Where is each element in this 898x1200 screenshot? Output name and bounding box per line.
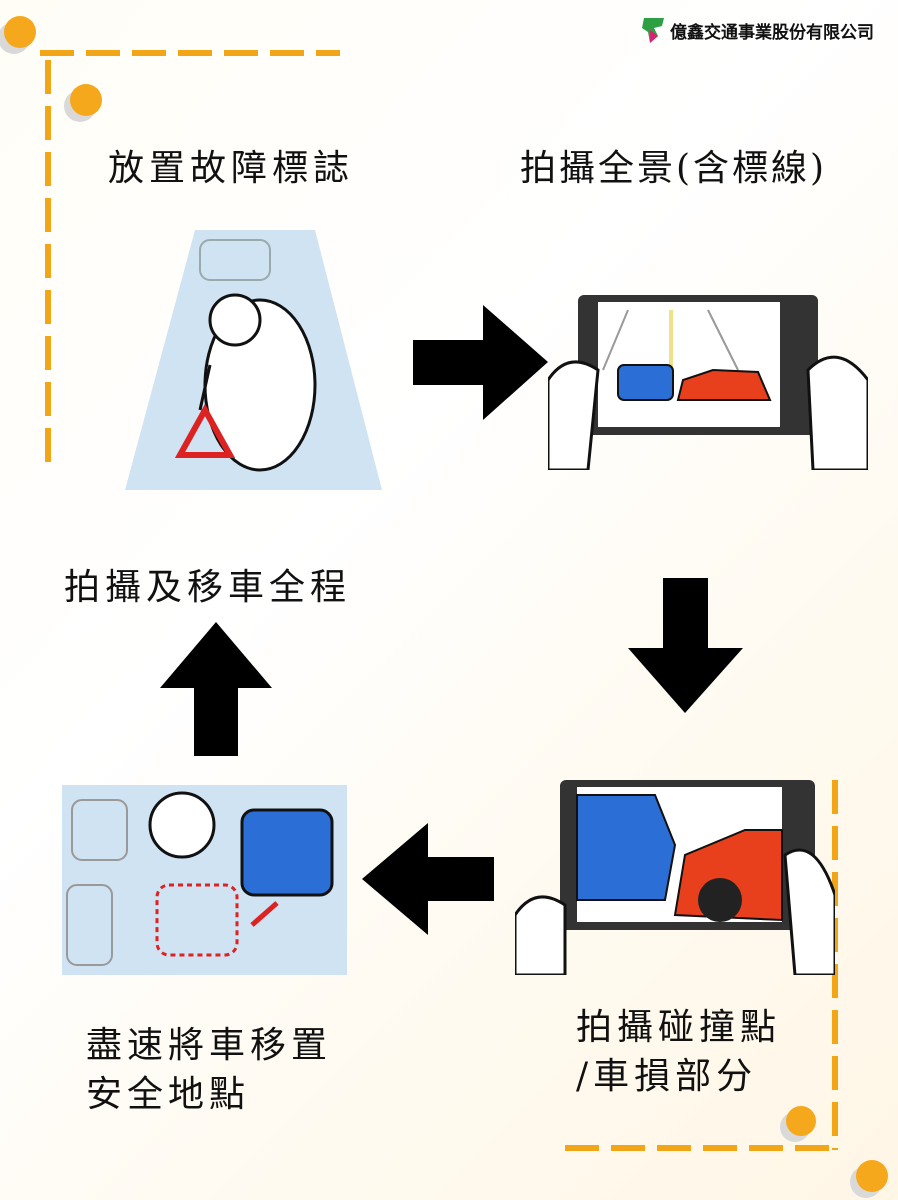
phone-collision-closeup-illustration	[515, 780, 835, 975]
decor-dot	[856, 1160, 888, 1192]
frame-left-dash	[45, 60, 51, 470]
arrow-up-icon	[160, 622, 272, 756]
frame-right-dash	[832, 780, 838, 1150]
step-3-line-1: 拍攝碰撞點	[576, 1007, 782, 1048]
step-3-caption: 拍攝碰撞點 /車損部分	[576, 1004, 781, 1101]
phone-panorama-illustration	[548, 295, 868, 470]
step-2-caption: 拍攝全景(含標線)	[520, 148, 828, 189]
company-name: 億鑫交通事業股份有限公司	[670, 22, 874, 43]
bear-warning-triangle-illustration	[125, 230, 382, 490]
step-4-line-1: 盡速將車移置	[86, 1025, 333, 1066]
frame-top-dash	[40, 50, 340, 56]
arrow-down-icon	[628, 578, 743, 713]
step-4-caption: 盡速將車移置 安全地點	[86, 1022, 332, 1119]
arrow-left-icon	[362, 823, 494, 935]
decor-dot	[786, 1106, 816, 1136]
step-4-line-2: 安全地點	[86, 1073, 251, 1115]
horse-logo-icon	[642, 18, 664, 43]
step-3-line-2: /車損部分	[576, 1055, 758, 1097]
decor-dot	[70, 84, 102, 116]
arrow-right-icon	[413, 305, 548, 420]
company-logo: 億鑫交通事業股份有限公司	[640, 16, 874, 44]
step-1-caption: 放置故障標誌	[108, 148, 355, 189]
step-5-caption: 拍攝及移車全程	[64, 567, 352, 608]
frame-bottom-dash	[565, 1145, 838, 1151]
move-car-illustration	[62, 785, 347, 975]
decor-dot	[4, 16, 36, 48]
